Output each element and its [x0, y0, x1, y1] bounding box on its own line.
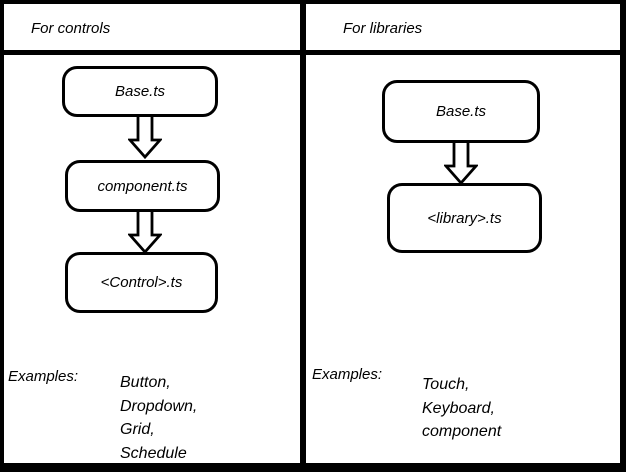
node-component-ts: component.ts — [65, 160, 220, 212]
node-base-ts-controls: Base.ts — [62, 66, 218, 117]
example-item: component — [422, 423, 502, 440]
left-panel-title: For controls — [31, 20, 111, 37]
example-item: Keyboard, — [422, 399, 495, 417]
left-examples-list: Button, Dropdown, Grid, Schedule — [120, 371, 198, 463]
example-item: Touch, — [422, 376, 470, 393]
node-library-ts: <library>.ts — [387, 183, 542, 253]
node-control-ts: <Control>.ts — [65, 252, 218, 313]
panel-divider — [300, 4, 306, 463]
down-arrow-icon — [128, 117, 162, 159]
example-item: Grid, — [120, 421, 155, 438]
left-examples-label: Examples: — [8, 368, 79, 385]
example-item: Schedule — [120, 444, 187, 462]
down-arrow-icon — [128, 212, 162, 254]
header-separator — [4, 50, 620, 55]
node-base-ts-libraries: Base.ts — [382, 80, 540, 143]
example-item: Button, — [120, 374, 171, 391]
right-examples-list: Touch, Keyboard, component — [422, 373, 501, 444]
example-item: Dropdown, — [120, 397, 198, 415]
down-arrow-icon — [444, 143, 478, 185]
right-panel-title: For libraries — [343, 20, 423, 37]
right-examples-label: Examples: — [312, 366, 383, 383]
